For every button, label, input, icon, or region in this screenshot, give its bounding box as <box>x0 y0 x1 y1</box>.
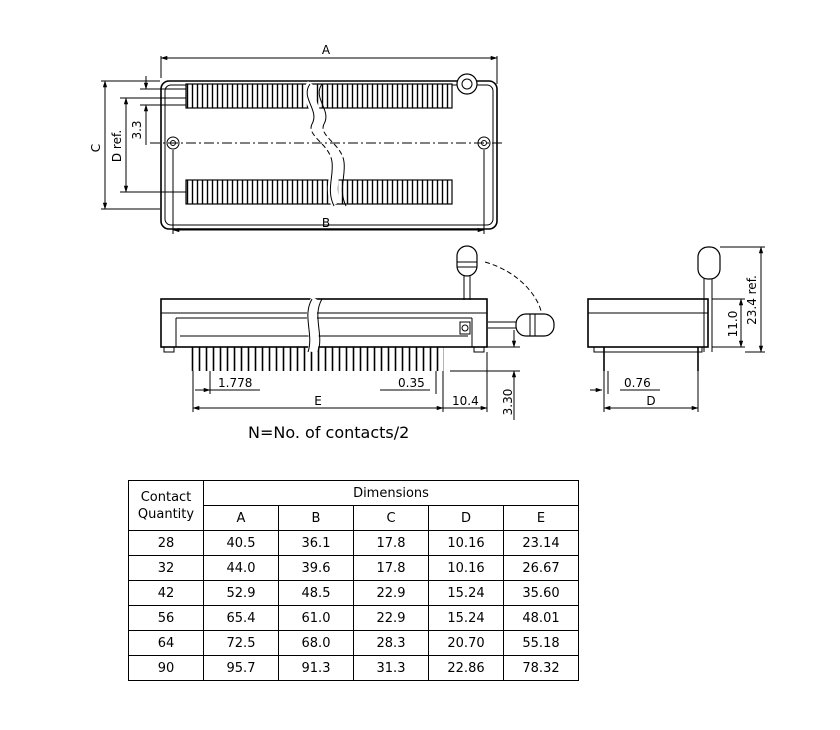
dimensions-header: Dimensions <box>203 480 579 506</box>
col-b: B <box>278 505 354 531</box>
cell: 44.0 <box>203 555 279 581</box>
cell: 17.8 <box>353 530 429 556</box>
col-a: A <box>203 505 279 531</box>
header-contact: Contact <box>140 489 192 505</box>
cell: 65.4 <box>203 605 279 631</box>
cell: 17.8 <box>353 555 429 581</box>
table-column-row: A B C D E <box>129 505 579 531</box>
cell: 15.24 <box>428 580 504 606</box>
cell: 48.01 <box>503 605 579 631</box>
cell: 95.7 <box>203 655 279 681</box>
cell: 52.9 <box>203 580 279 606</box>
technical-drawing: A B C D ref. 3.3 <box>89 43 765 442</box>
top-view: A B C D ref. 3.3 <box>89 43 505 234</box>
dim-a-label: A <box>322 43 331 57</box>
cell: 31.3 <box>353 655 429 681</box>
contact-quantity-header: Contact Quantity <box>128 480 204 531</box>
col-e: E <box>503 505 579 531</box>
dim-3-3-label: 3.3 <box>130 120 144 139</box>
cell: 10.16 <box>428 530 504 556</box>
cell: 61.0 <box>278 605 354 631</box>
side-view: 1.778 0.35 E 10.4 3.30 N=No. of contacts… <box>160 245 555 442</box>
col-d: D <box>428 505 504 531</box>
dimensions-table: Contact Quantity Dimensions A B C D E 28… <box>128 480 579 681</box>
cell: 39.6 <box>278 555 354 581</box>
dim-c-label: C <box>89 144 103 152</box>
dim-b-label: B <box>322 216 330 230</box>
table-row: 64 72.5 68.0 28.3 20.70 55.18 <box>128 630 579 656</box>
cell: 48.5 <box>278 580 354 606</box>
cell: 91.3 <box>278 655 354 681</box>
end-dim-d-label: D <box>646 394 655 408</box>
dim-d-ref-label: D ref. <box>110 130 124 162</box>
table-row: 42 52.9 48.5 22.9 15.24 35.60 <box>128 580 579 606</box>
total-height-label: 23.4 ref. <box>745 275 759 325</box>
cell: 10.16 <box>428 555 504 581</box>
cell: 36.1 <box>278 530 354 556</box>
body-height-label: 11.0 <box>726 311 740 338</box>
cell: 22.86 <box>428 655 504 681</box>
col-c: C <box>353 505 429 531</box>
cell: 68.0 <box>278 630 354 656</box>
table-header-row: Contact Quantity Dimensions <box>128 480 579 531</box>
cell: 20.70 <box>428 630 504 656</box>
cell: 28 <box>128 530 204 556</box>
contacts-note: N=No. of contacts/2 <box>248 423 409 442</box>
cell: 64 <box>128 630 204 656</box>
cell: 26.67 <box>503 555 579 581</box>
cell: 22.9 <box>353 580 429 606</box>
cell: 28.3 <box>353 630 429 656</box>
table-row: 32 44.0 39.6 17.8 10.16 26.67 <box>128 555 579 581</box>
cell: 56 <box>128 605 204 631</box>
table-row: 90 95.7 91.3 31.3 22.86 78.32 <box>128 655 579 681</box>
cell: 55.18 <box>503 630 579 656</box>
cell: 42 <box>128 580 204 606</box>
cell: 23.14 <box>503 530 579 556</box>
dim-e-label: E <box>314 394 322 408</box>
cell: 22.9 <box>353 605 429 631</box>
pin-pitch-label: 1.778 <box>218 376 252 390</box>
cell: 40.5 <box>203 530 279 556</box>
offset-label: 10.4 <box>452 394 479 408</box>
end-pin-size-label: 0.76 <box>624 376 651 390</box>
pin-width-label: 0.35 <box>398 376 425 390</box>
pin-length-label: 3.30 <box>501 389 515 416</box>
cell: 78.32 <box>503 655 579 681</box>
header-quantity: Quantity <box>137 506 195 522</box>
cell: 32 <box>128 555 204 581</box>
table-row: 28 40.5 36.1 17.8 10.16 23.14 <box>128 530 579 556</box>
cell: 72.5 <box>203 630 279 656</box>
cell: 90 <box>128 655 204 681</box>
cell: 15.24 <box>428 605 504 631</box>
table-row: 56 65.4 61.0 22.9 15.24 48.01 <box>128 605 579 631</box>
end-view: 0.76 D 11.0 23.4 ref. <box>587 246 765 412</box>
cell: 35.60 <box>503 580 579 606</box>
